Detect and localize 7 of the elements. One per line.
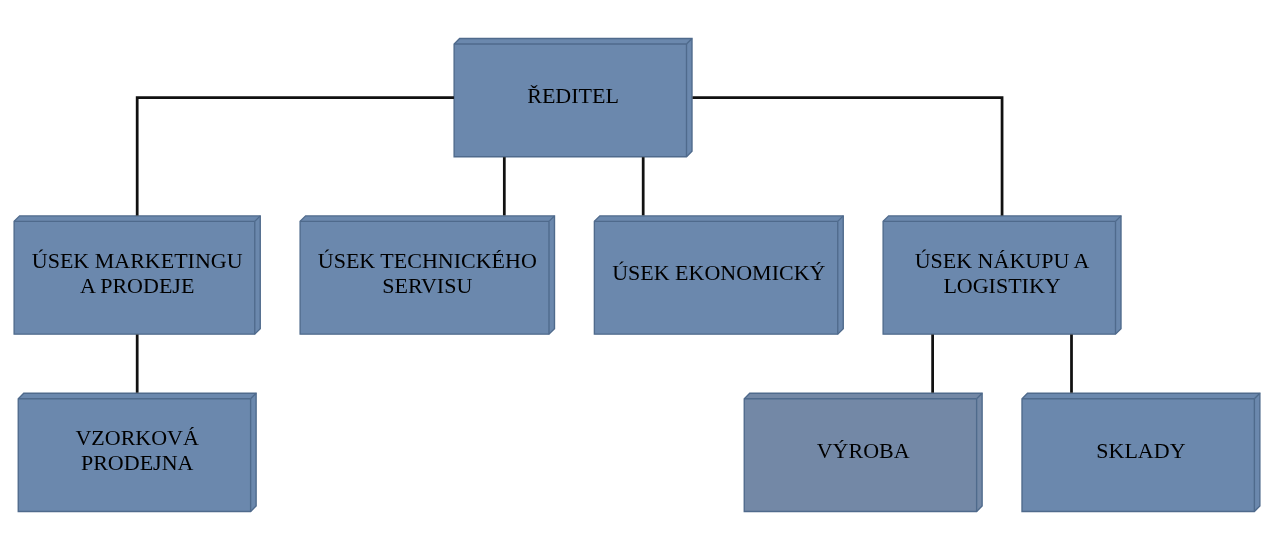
connector [931,334,934,393]
connector [135,334,139,393]
connector [135,96,454,216]
connector [502,157,506,216]
connector [641,157,645,216]
connector [1070,334,1073,393]
connector [692,96,1004,216]
